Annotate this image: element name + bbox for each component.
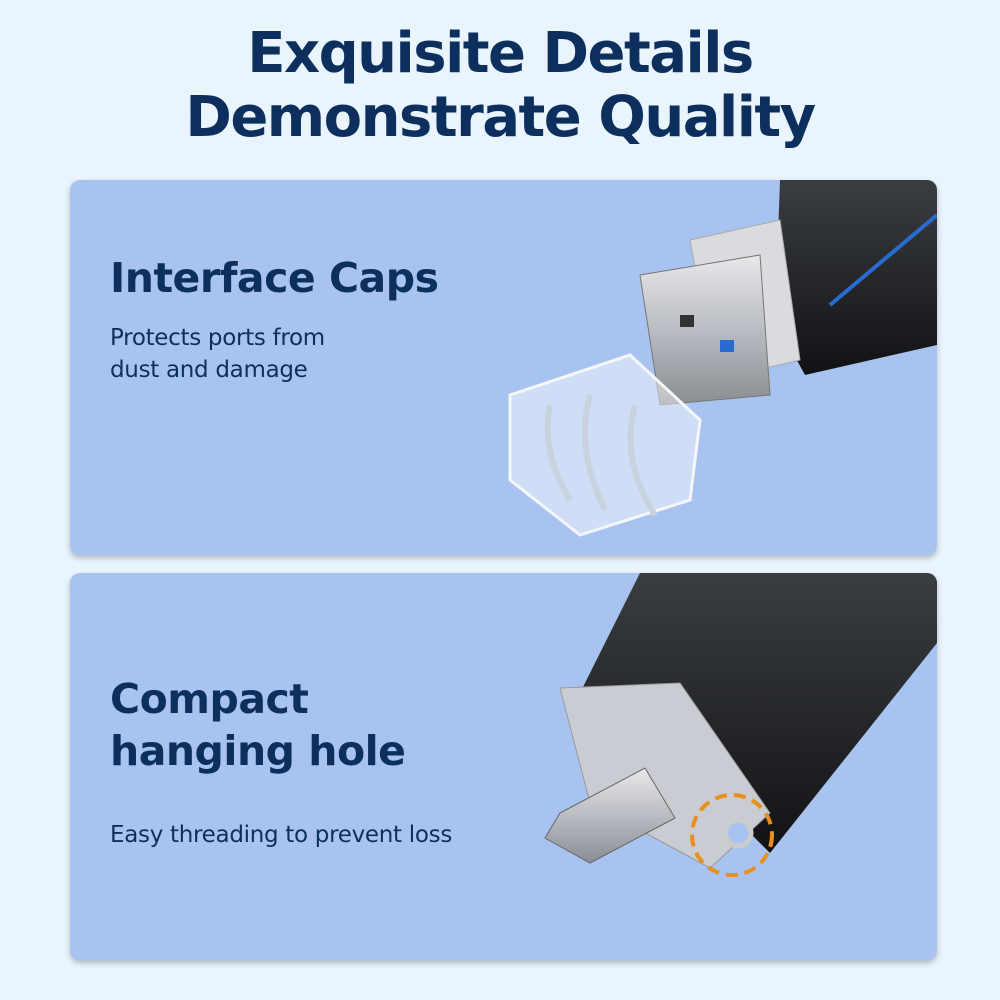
feature-title: Compact hanging hole [110,673,406,777]
feature-card-hanging-hole: Compact hanging hole Easy threading to p… [70,573,937,960]
headline-line-2: Demonstrate Quality [185,85,816,150]
title-line-2: hanging hole [110,727,406,775]
desc-line-2: dust and damage [110,357,308,383]
headline-line-1: Exquisite Details [247,21,754,86]
headline: Exquisite Details Demonstrate Quality [0,22,1000,150]
feature-description: Easy threading to prevent loss [110,822,452,848]
feature-title: Interface Caps [110,254,439,302]
feature-card-interface-caps: Interface Caps Protects ports from dust … [70,180,937,555]
feature-description: Protects ports from dust and damage [110,322,325,386]
title-line-1: Compact [110,675,309,723]
desc-line-1: Protects ports from [110,325,325,351]
usb-c-reader-image [544,573,937,877]
usb-reader-with-cap-image [508,180,937,537]
